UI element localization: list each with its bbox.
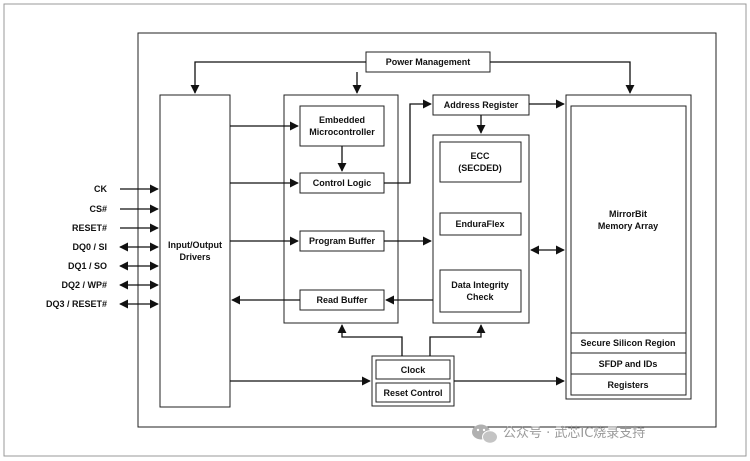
embedded-mcu-label-line1: Embedded [319,115,365,125]
reset-control-label: Reset Control [383,388,442,398]
io-drivers-label-line1: Input/Output [168,240,222,250]
pm-to-io-arrow [190,61,366,94]
control-logic-label: Control Logic [313,178,372,188]
signal-label-dq2: DQ2 / WP# [61,280,107,290]
signal-label-dq0: DQ0 / SI [72,242,107,252]
embedded-mcu-label-line2: Microcontroller [309,127,375,137]
memory-array-label-line2: Memory Array [598,221,658,231]
signal-label-cs: CS# [89,204,107,214]
sfdp-ids-label: SFDP and IDs [599,359,658,369]
registers-label: Registers [607,380,648,390]
ecc-label-line2: (SECDED) [458,163,502,173]
signal-label-dq3: DQ3 / RESET# [46,299,107,309]
clock-block [375,359,451,380]
io-drivers-block [159,94,231,408]
connections [190,61,635,386]
signal-label-reset: RESET# [72,223,107,233]
memory-array-block [570,105,687,334]
program-buffer-label: Program Buffer [309,236,376,246]
reset-control-block [375,382,451,403]
external-signals: CK CS# RESET# DQ0 / SI DQ1 / SO DQ2 / WP… [46,184,159,309]
data-integrity-block [439,269,522,313]
address-register-label: Address Register [444,100,519,110]
pm-to-memory-arrow [490,61,635,94]
watermark: 公众号 · 武芯IC烧录支持 [472,424,645,444]
io-drivers-label-line2: Drivers [179,252,210,262]
power-management-label: Power Management [386,57,471,67]
chip-boundary [137,32,717,428]
secure-silicon-label: Secure Silicon Region [580,338,675,348]
data-integrity-label-line2: Check [466,292,494,302]
outer-frame [3,3,747,457]
enduraflex-block [439,212,522,236]
signal-label-ck: CK [94,184,107,194]
clock-to-controller-arrow [337,324,403,356]
clock-label: Clock [401,365,427,375]
memory-array-label-line1: MirrorBit [609,209,647,219]
registers-block [570,373,687,396]
watermark-text: 公众号 · 武芯IC烧录支持 [503,426,645,441]
ecc-block [439,141,522,183]
signal-label-dq1: DQ1 / SO [68,261,107,271]
control-logic-to-address-arrow [384,99,432,184]
embedded-mcu-block [299,105,385,147]
wechat-icon [472,424,498,444]
data-integrity-label-line1: Data Integrity [451,280,509,290]
ecc-label-line1: ECC [470,151,490,161]
read-buffer-label: Read Buffer [316,295,368,305]
enduraflex-label: EnduraFlex [455,219,504,229]
clock-to-ecc-arrow [429,324,486,356]
